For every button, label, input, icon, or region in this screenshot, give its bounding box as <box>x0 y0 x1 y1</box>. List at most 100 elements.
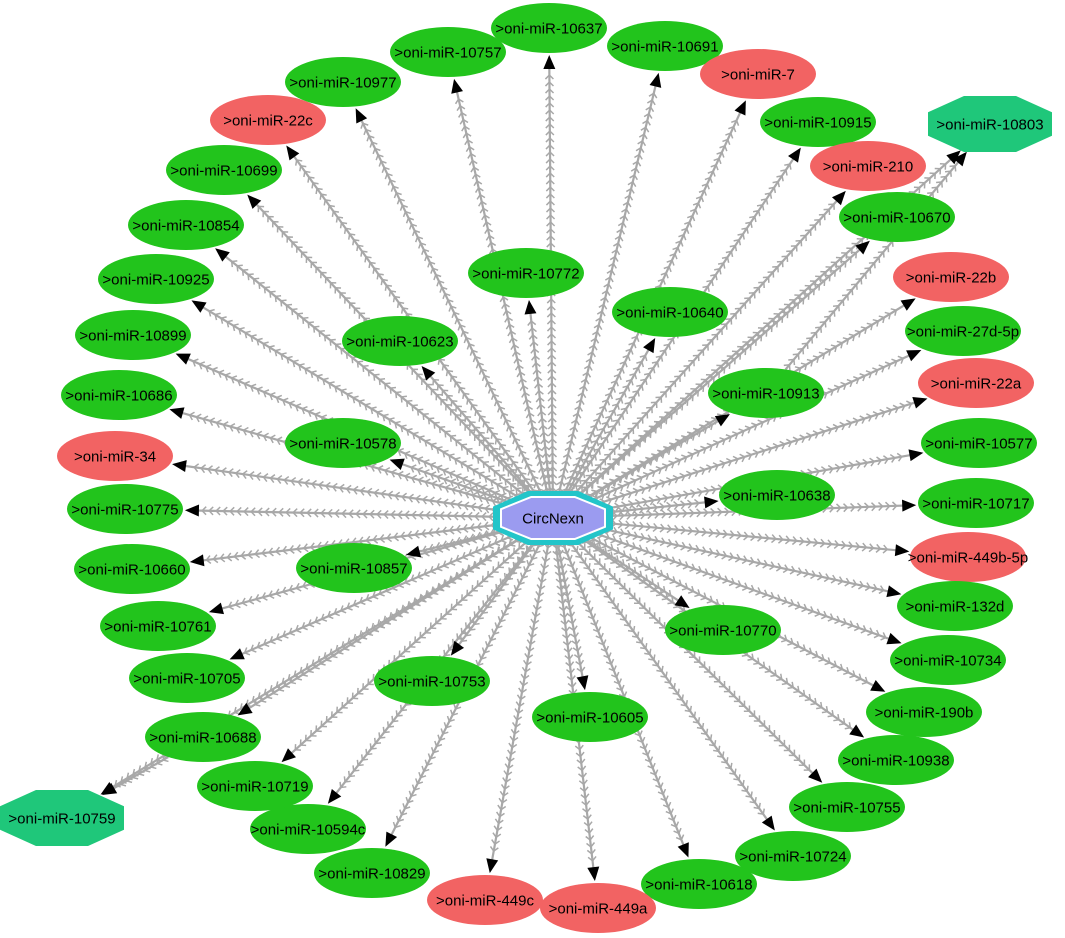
node-shape[interactable] <box>719 470 835 520</box>
mirna-node-n10803[interactable]: >oni-miR-10803 <box>928 96 1052 152</box>
mirna-node-n10775[interactable]: >oni-miR-10775 <box>67 484 183 534</box>
mirna-node-n132d[interactable]: >oni-miR-132d <box>897 581 1013 631</box>
mirna-node-n10724[interactable]: >oni-miR-10724 <box>735 831 851 881</box>
mirna-node-n10977[interactable]: >oni-miR-10977 <box>285 57 401 107</box>
node-shape[interactable] <box>532 692 648 742</box>
node-shape[interactable] <box>98 254 214 304</box>
mirna-node-n10699[interactable]: >oni-miR-10699 <box>166 145 282 195</box>
mirna-node-n10637[interactable]: >oni-miR-10637 <box>491 3 607 53</box>
node-shape[interactable] <box>918 358 1034 408</box>
node-shape[interactable] <box>0 790 124 846</box>
mirna-node-n10640[interactable]: >oni-miR-10640 <box>612 287 728 337</box>
node-shape[interactable] <box>128 200 244 250</box>
node-shape[interactable] <box>540 883 656 933</box>
mirna-node-n22a[interactable]: >oni-miR-22a <box>918 358 1034 408</box>
mirna-node-n449a[interactable]: >oni-miR-449a <box>540 883 656 933</box>
node-shape[interactable] <box>61 370 177 420</box>
mirna-node-n7[interactable]: >oni-miR-7 <box>700 49 816 99</box>
mirna-node-n10755[interactable]: >oni-miR-10755 <box>789 782 905 832</box>
mirna-node-n10686[interactable]: >oni-miR-10686 <box>61 370 177 420</box>
mirna-node-n10857[interactable]: >oni-miR-10857 <box>296 543 412 593</box>
node-shape[interactable] <box>374 656 490 706</box>
node-shape[interactable] <box>75 310 191 360</box>
mirna-node-n34[interactable]: >oni-miR-34 <box>57 431 173 481</box>
mirna-node-n10761[interactable]: >oni-miR-10761 <box>100 601 216 651</box>
node-shape[interactable] <box>905 306 1021 356</box>
node-shape[interactable] <box>893 252 1009 302</box>
mirna-node-n10734[interactable]: >oni-miR-10734 <box>890 635 1006 685</box>
mirna-node-n10594c[interactable]: >oni-miR-10594c <box>250 804 366 854</box>
mirna-node-n210[interactable]: >oni-miR-210 <box>810 141 926 191</box>
mirna-node-n10578[interactable]: >oni-miR-10578 <box>285 418 401 468</box>
node-shape[interactable] <box>250 804 366 854</box>
mirna-node-n190b[interactable]: >oni-miR-190b <box>866 687 982 737</box>
mirna-node-n10623[interactable]: >oni-miR-10623 <box>342 316 458 366</box>
node-shape[interactable] <box>612 287 728 337</box>
mirna-node-n10913[interactable]: >oni-miR-10913 <box>708 368 824 418</box>
node-shape[interactable] <box>607 21 723 71</box>
node-shape[interactable] <box>285 57 401 107</box>
node-shape[interactable] <box>838 735 954 785</box>
node-shape[interactable] <box>129 653 245 703</box>
node-shape[interactable] <box>285 418 401 468</box>
node-shape[interactable] <box>810 141 926 191</box>
node-shape[interactable] <box>897 581 1013 631</box>
mirna-node-n10670[interactable]: >oni-miR-10670 <box>839 192 955 242</box>
mirna-node-n10899[interactable]: >oni-miR-10899 <box>75 310 191 360</box>
mirna-node-n22b[interactable]: >oni-miR-22b <box>893 252 1009 302</box>
node-shape[interactable] <box>700 49 816 99</box>
mirna-node-n10717[interactable]: >oni-miR-10717 <box>918 478 1034 528</box>
mirna-node-n449b[interactable]: >oni-miR-449b-5p <box>908 532 1028 582</box>
mirna-node-n10925[interactable]: >oni-miR-10925 <box>98 254 214 304</box>
mirna-node-n10660[interactable]: >oni-miR-10660 <box>74 544 190 594</box>
mirna-node-n10719[interactable]: >oni-miR-10719 <box>197 761 313 811</box>
node-shape[interactable] <box>839 192 955 242</box>
node-shape[interactable] <box>910 532 1026 582</box>
mirna-node-n10705[interactable]: >oni-miR-10705 <box>129 653 245 703</box>
node-shape[interactable] <box>390 27 506 77</box>
mirna-node-n10829[interactable]: >oni-miR-10829 <box>314 848 430 898</box>
mirna-node-n10577[interactable]: >oni-miR-10577 <box>921 418 1037 468</box>
node-shape[interactable] <box>665 605 781 655</box>
node-shape[interactable] <box>921 418 1037 468</box>
mirna-node-n10757[interactable]: >oni-miR-10757 <box>390 27 506 77</box>
node-shape[interactable] <box>735 831 851 881</box>
mirna-node-n10753[interactable]: >oni-miR-10753 <box>374 656 490 706</box>
node-shape[interactable] <box>789 782 905 832</box>
node-shape[interactable] <box>145 712 261 762</box>
node-shape[interactable] <box>100 601 216 651</box>
mirna-node-n10770[interactable]: >oni-miR-10770 <box>665 605 781 655</box>
mirna-node-n27d[interactable]: >oni-miR-27d-5p <box>905 306 1021 356</box>
mirna-node-n10605[interactable]: >oni-miR-10605 <box>532 692 648 742</box>
node-shape[interactable] <box>468 248 584 298</box>
mirna-node-n10618[interactable]: >oni-miR-10618 <box>641 859 757 909</box>
mirna-node-n10759[interactable]: >oni-miR-10759 <box>0 790 124 846</box>
node-shape[interactable] <box>314 848 430 898</box>
mirna-node-n22c[interactable]: >oni-miR-22c <box>210 95 326 145</box>
node-shape[interactable] <box>708 368 824 418</box>
node-shape[interactable] <box>866 687 982 737</box>
mirna-node-n10638[interactable]: >oni-miR-10638 <box>719 470 835 520</box>
node-shape[interactable] <box>197 761 313 811</box>
mirna-node-n10772[interactable]: >oni-miR-10772 <box>468 248 584 298</box>
node-shape[interactable] <box>427 875 543 925</box>
node-shape[interactable] <box>491 3 607 53</box>
hub-node[interactable] <box>500 496 606 540</box>
node-shape[interactable] <box>641 859 757 909</box>
node-shape[interactable] <box>928 96 1052 152</box>
node-shape[interactable] <box>74 544 190 594</box>
mirna-node-n449c[interactable]: >oni-miR-449c <box>427 875 543 925</box>
mirna-node-n10854[interactable]: >oni-miR-10854 <box>128 200 244 250</box>
node-shape[interactable] <box>57 431 173 481</box>
mirna-node-n10688[interactable]: >oni-miR-10688 <box>145 712 261 762</box>
node-shape[interactable] <box>166 145 282 195</box>
mirna-node-n10691[interactable]: >oni-miR-10691 <box>607 21 723 71</box>
node-shape[interactable] <box>342 316 458 366</box>
node-shape[interactable] <box>67 484 183 534</box>
mirna-node-n10915[interactable]: >oni-miR-10915 <box>760 97 876 147</box>
mirna-node-n10938[interactable]: >oni-miR-10938 <box>838 735 954 785</box>
node-shape[interactable] <box>296 543 412 593</box>
node-shape[interactable] <box>890 635 1006 685</box>
node-shape[interactable] <box>210 95 326 145</box>
node-shape[interactable] <box>918 478 1034 528</box>
